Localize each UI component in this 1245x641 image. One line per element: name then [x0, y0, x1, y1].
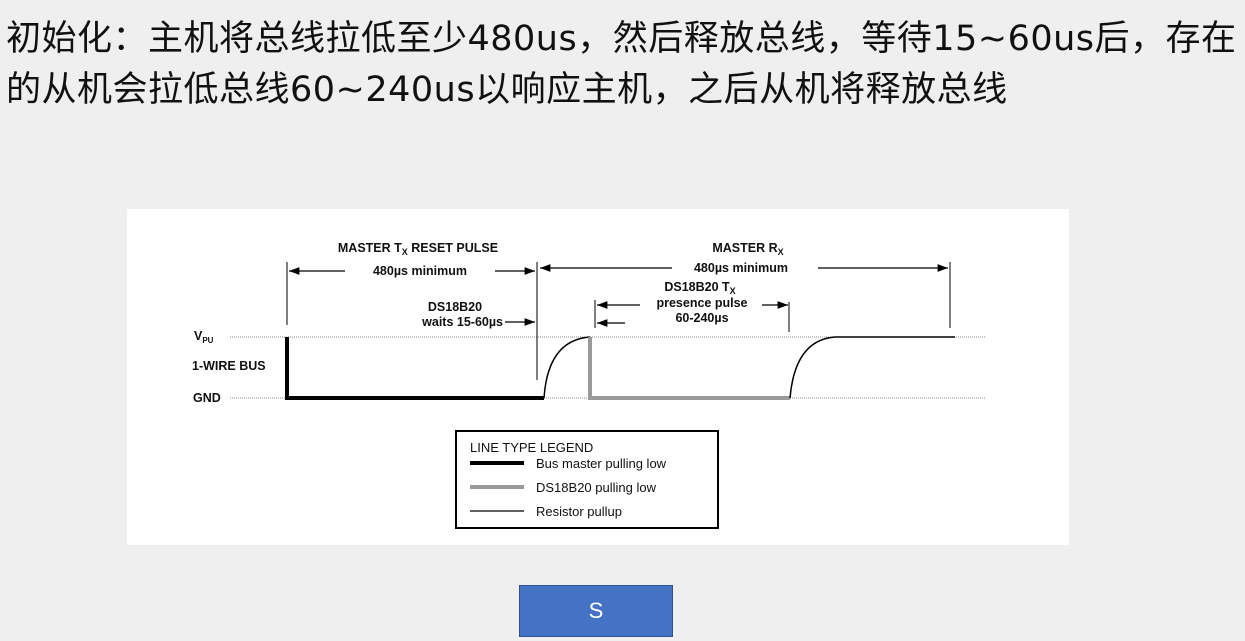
timing-markers — [286, 262, 951, 380]
line-type-legend: LINE TYPE LEGEND Bus master pulling low … — [455, 430, 719, 529]
description-text: 初始化：主机将总线拉低至少480us，然后释放总线，等待15~60us后，存在的… — [6, 19, 1237, 110]
legend-item: DS18B20 pulling low — [536, 480, 657, 495]
pullup-curve-2 — [789, 336, 955, 399]
pullup-curve-1 — [543, 336, 591, 399]
rx-min-label: 480µs minimum — [694, 261, 788, 275]
presence-label-2: presence pulse — [656, 296, 747, 310]
presence-label-3: 60-240µs — [675, 311, 728, 325]
onewire-reset-timing-diagram: MASTER TX RESET PULSE 480µs minimum MAST… — [127, 209, 1069, 545]
master-rx-label: MASTER RX — [712, 241, 783, 257]
master-pull-low-trace — [285, 337, 544, 400]
ds18b20-pull-low-trace — [588, 337, 790, 400]
legend-item: Bus master pulling low — [536, 456, 667, 471]
presence-label-1: DS18B20 TX — [664, 280, 735, 296]
s-button[interactable]: S — [519, 585, 673, 637]
wait-label-2: waits 15-60µs — [421, 315, 503, 329]
legend-item: Resistor pullup — [536, 504, 622, 519]
master-tx-label: MASTER TX RESET PULSE — [338, 241, 498, 257]
legend-title: LINE TYPE LEGEND — [470, 440, 593, 455]
gnd-label: GND — [193, 391, 221, 405]
dimension-arrows — [289, 264, 948, 327]
vpu-label: VPU — [194, 329, 214, 345]
wait-label-1: DS18B20 — [428, 300, 482, 314]
bus-label: 1-WIRE BUS — [192, 359, 266, 373]
tx-min-label: 480µs minimum — [373, 264, 467, 278]
